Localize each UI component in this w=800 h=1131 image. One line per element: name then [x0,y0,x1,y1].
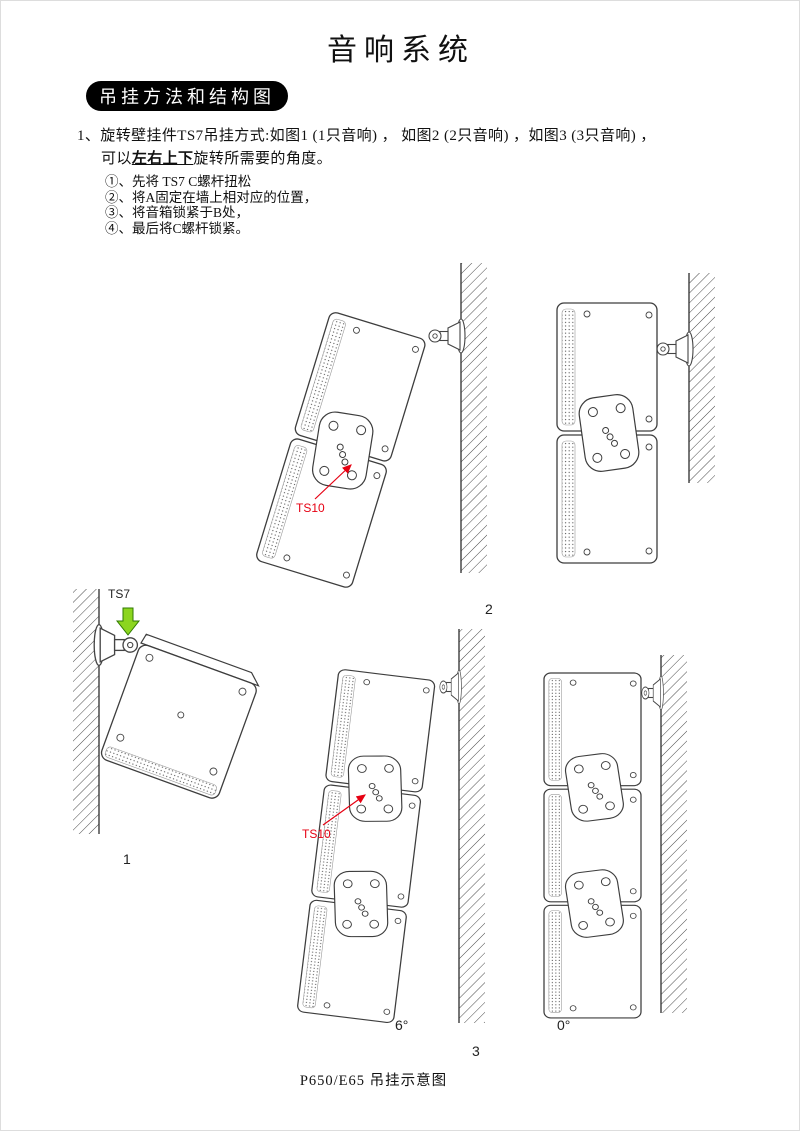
step-item: ③、将音箱锁紧于B处， [105,205,250,220]
fig3-wall-right [660,655,687,1013]
fig2-tilted-stack [254,310,428,590]
fig3-tilted-stack [296,668,436,1024]
fig2-straight-stack [556,302,658,564]
fig1-part-label: TS7 [108,587,131,601]
fig3-part-label: TS10 [302,827,331,841]
fig1-speaker [100,633,260,799]
fig1-wall [73,589,100,834]
fig2-left-wall-bracket [428,318,466,354]
fig1-number: 1 [123,851,131,867]
step-item: ②、将A固定在墙上相对应的位置， [105,189,318,205]
fig2-wall-right [688,273,715,483]
fig2-number: 2 [485,601,493,617]
footer-caption: P650/E65 吊挂示意图 [299,1073,448,1089]
fig3-right-wall-bracket [641,675,664,711]
instruction-line-2-pre: 可以 [101,151,132,167]
fig3-wall-left [458,629,485,1023]
fig3-left-wall-bracket [439,669,462,705]
fig2-part-label: TS10 [296,501,325,515]
instruction-line-1: 1、旋转壁挂件TS7吊挂方式:如图1 (1只音响) ， 如图2 (2只音响) ，… [77,128,656,144]
fig3-number: 3 [472,1043,480,1059]
fig3-straight-stack [543,672,642,1019]
fig2-right-wall-bracket [656,331,694,367]
fig3-angle-left: 6° [395,1017,409,1033]
instruction-line-2-emphasis: 左右上下 [131,151,194,167]
fig2-wall-left [460,263,487,573]
step-item: ①、先将 TS7 C螺杆扭松 [105,174,252,189]
page-title: 音响系统 [327,34,475,67]
fig3-ts10-pointer-arrow-icon [322,794,366,826]
instruction-line-2: 可以左右上下旋转所需要的角度。 [101,147,332,168]
step-item: ④、最后将C螺杆锁紧。 [105,220,250,236]
fig3-angle-right: 0° [557,1017,571,1033]
ts7-down-arrow-icon [115,607,141,636]
fig2-ts10-pointer-arrow-icon [314,464,352,500]
instruction-line-2-post: 旋转所需要的角度。 [193,151,333,167]
section-badge: 吊挂方法和结构图 [86,81,288,111]
step-list: ①、先将 TS7 C螺杆扭松 ②、将A固定在墙上相对应的位置， ③、将音箱锁紧于… [105,174,317,236]
